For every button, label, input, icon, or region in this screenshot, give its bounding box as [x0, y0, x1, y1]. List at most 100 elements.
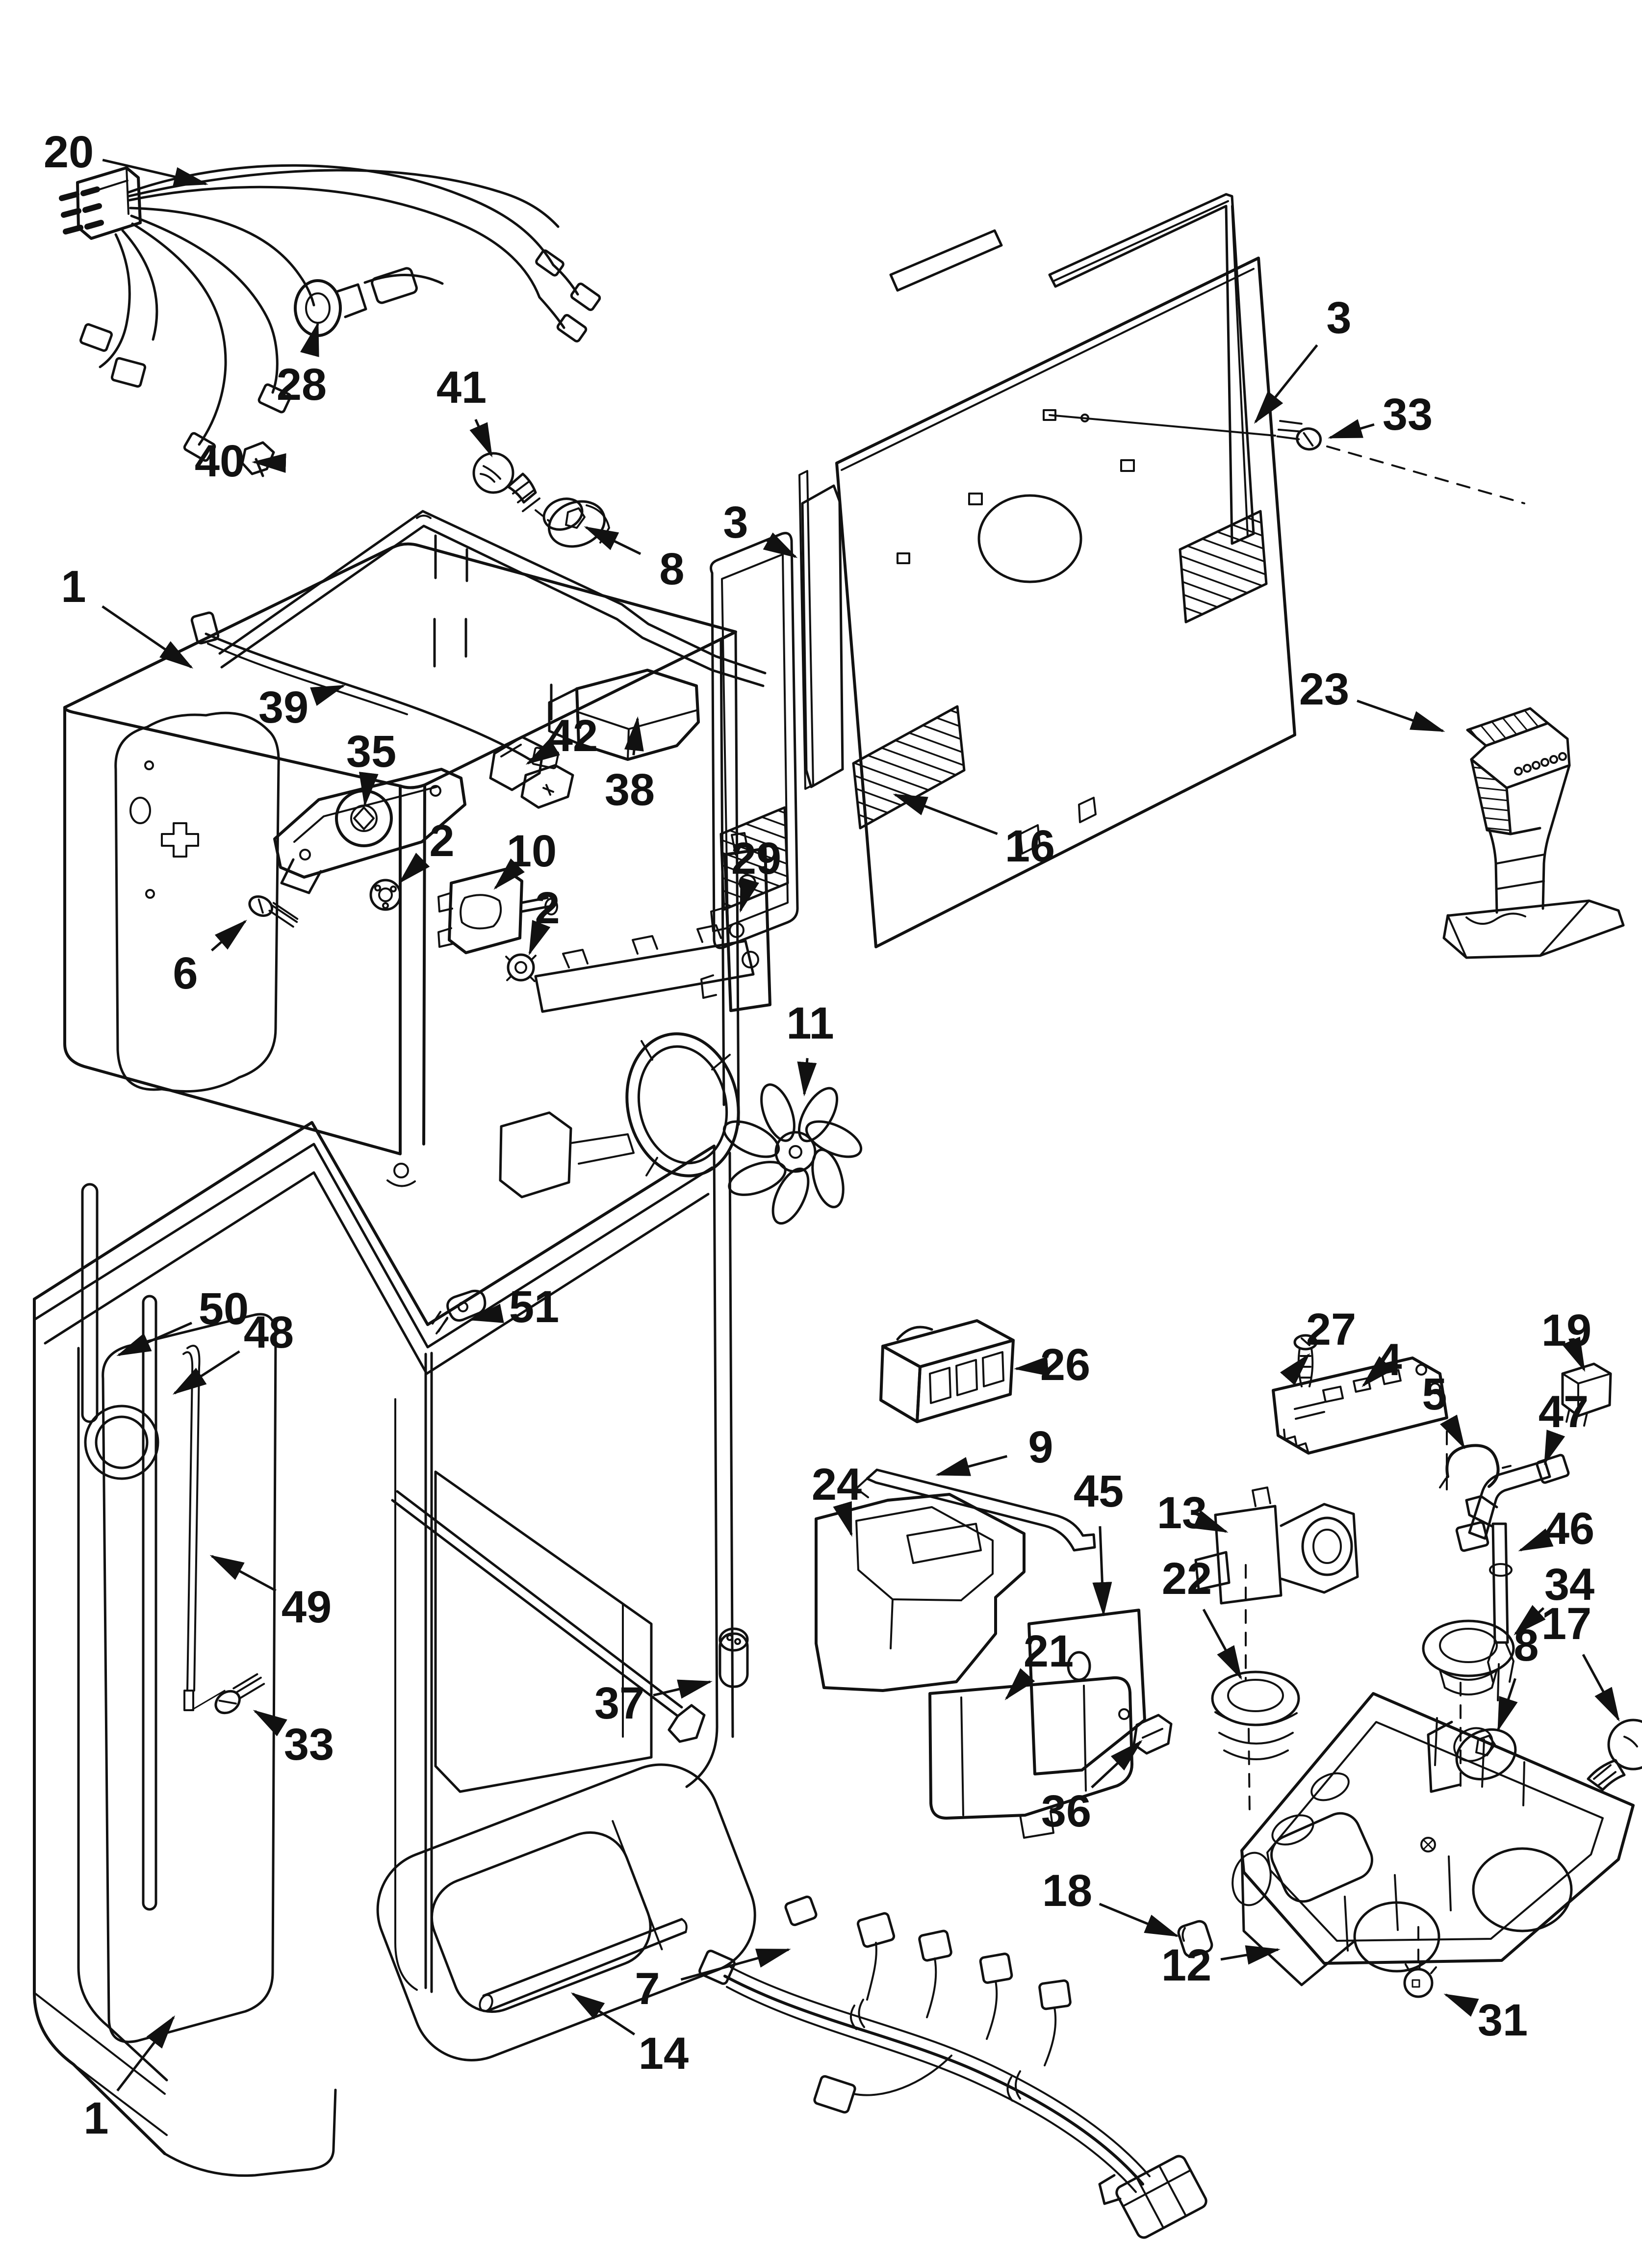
callout-24: 24	[812, 1460, 862, 1537]
screw-33-top	[1049, 414, 1525, 504]
callout-21: 21	[1004, 1626, 1074, 1700]
panel-gasket-frame	[889, 193, 1255, 545]
leader-47	[1543, 1430, 1565, 1465]
callout-48: 48	[172, 1307, 294, 1395]
part-number-46: 46	[1544, 1504, 1594, 1554]
fan-blade-11	[722, 1083, 863, 1225]
tube-48	[142, 1295, 157, 1911]
part-number-3: 3	[723, 497, 748, 547]
part-number-8: 8	[659, 544, 684, 594]
leader-23	[1357, 700, 1445, 732]
grommet-2	[369, 879, 402, 911]
leader-10	[493, 858, 525, 890]
part-number-26: 26	[1040, 1340, 1090, 1390]
callout-33: 33	[1328, 390, 1433, 440]
leader-18	[1099, 1903, 1180, 1937]
air-duct-24	[815, 1493, 1026, 1692]
callout-16: 16	[893, 793, 1055, 871]
leader-13	[1193, 1510, 1229, 1533]
callout-23: 23	[1299, 664, 1445, 732]
callout-8: 8	[1497, 1620, 1539, 1732]
part-number-8: 8	[1514, 1620, 1539, 1670]
leader-6	[210, 919, 247, 952]
callout-28: 28	[277, 321, 327, 410]
callout-14: 14	[570, 1992, 689, 2079]
leader-26	[1014, 1356, 1049, 1376]
part-number-45: 45	[1074, 1466, 1124, 1516]
leader-38	[624, 716, 644, 756]
part-number-16: 16	[1005, 821, 1055, 871]
callout-13: 13	[1157, 1488, 1229, 1538]
wire-harness-top	[59, 164, 601, 462]
part-number-2: 2	[429, 816, 454, 866]
leader-36	[1091, 1740, 1143, 1789]
bulb-socket-8-top	[542, 497, 610, 548]
panel-side-strip	[798, 470, 844, 790]
part-number-49: 49	[282, 1582, 332, 1632]
part-number-17: 17	[1541, 1599, 1591, 1649]
leader-12	[1220, 1945, 1281, 1965]
leader-2	[398, 853, 430, 884]
part-number-11: 11	[786, 998, 834, 1048]
part-number-6: 6	[173, 948, 198, 998]
callout-33: 33	[253, 1710, 334, 1770]
leader-9	[935, 1455, 1008, 1476]
leader-37	[653, 1679, 713, 1699]
callout-38: 38	[605, 716, 655, 815]
lamp-socket-31	[1403, 1960, 1437, 1998]
leader-34	[1514, 1605, 1546, 1636]
bulb-socket-8-bottom	[1427, 1721, 1517, 1793]
part-number-39: 39	[258, 682, 308, 732]
callout-11: 11	[786, 998, 834, 1096]
part-number-35: 35	[346, 727, 396, 777]
push-nut-2	[505, 953, 537, 982]
leader-3	[763, 532, 798, 558]
part-number-13: 13	[1157, 1488, 1207, 1538]
part-number-51: 51	[509, 1282, 559, 1332]
part-number-24: 24	[812, 1460, 862, 1510]
part-number-40: 40	[195, 436, 245, 486]
light-bulb-17	[1587, 1719, 1642, 1791]
callout-1: 1	[83, 2015, 176, 2143]
fan-mount-bracket-29	[534, 832, 771, 1013]
callout-5: 5	[1422, 1369, 1465, 1450]
screw-6	[248, 895, 299, 928]
tube-50	[81, 1183, 99, 1423]
part-number-34: 34	[1544, 1560, 1594, 1610]
leader-22	[1202, 1609, 1242, 1680]
leader-19	[1562, 1336, 1586, 1372]
callout-8: 8	[584, 526, 685, 594]
leader-24	[833, 1501, 853, 1537]
callout-9: 9	[935, 1422, 1053, 1476]
cover-21	[928, 1676, 1133, 1839]
light-bulb-41	[472, 452, 551, 523]
callout-45: 45	[1074, 1466, 1124, 1616]
callout-26: 26	[1014, 1340, 1090, 1390]
part-number-2: 2	[535, 883, 560, 933]
part-number-36: 36	[1041, 1786, 1091, 1836]
part-number-38: 38	[605, 765, 655, 815]
leader-8	[1497, 1678, 1518, 1732]
callout-12: 12	[1161, 1940, 1281, 1990]
part-number-14: 14	[639, 2029, 689, 2079]
rear-panel-16	[710, 532, 799, 949]
callout-4: 4	[1361, 1335, 1402, 1387]
callout-2: 2	[528, 883, 560, 956]
leader-1	[102, 605, 194, 669]
damper-housing-26	[879, 1319, 1015, 1423]
leader-39	[310, 684, 346, 706]
leader-48	[172, 1350, 240, 1395]
defrost-thermostat-42	[489, 735, 574, 809]
drain-tube-14	[479, 1918, 688, 2012]
leader-16	[893, 793, 998, 835]
callout-10: 10	[493, 826, 557, 890]
part-number-20: 20	[44, 127, 94, 177]
screw-33-bottom	[214, 1673, 265, 1715]
callout-39: 39	[258, 682, 346, 732]
fan-shroud	[499, 1032, 740, 1199]
part-number-27: 27	[1306, 1304, 1356, 1355]
leader-29	[739, 877, 759, 913]
callout-20: 20	[44, 127, 208, 186]
